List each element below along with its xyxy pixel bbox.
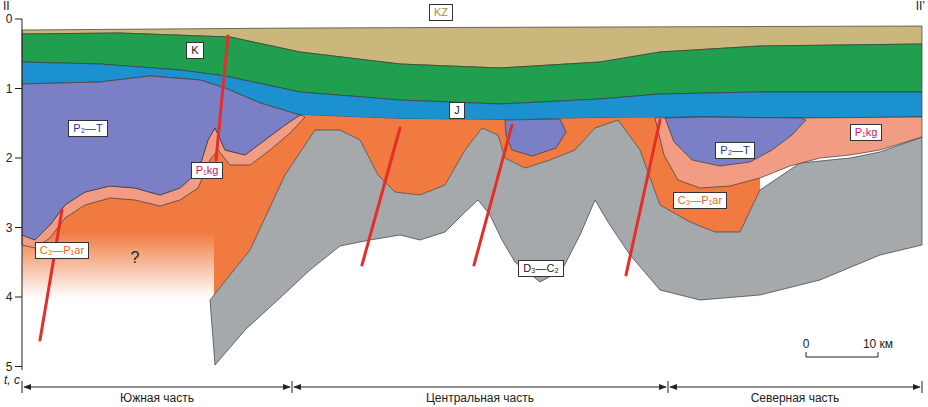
p2-t-layer bbox=[22, 76, 300, 240]
axis-label: Южная часть bbox=[120, 392, 194, 404]
layer-label: P₁kg bbox=[850, 124, 883, 141]
section-span bbox=[24, 387, 290, 388]
layer-label: C₃—P₁ar bbox=[35, 242, 89, 259]
axis-label: 5 bbox=[6, 361, 13, 373]
layer-name: C₃—P₁ar bbox=[40, 244, 84, 257]
axis-label: Центральная часть bbox=[426, 392, 534, 404]
fault-line bbox=[626, 120, 660, 275]
axis-tick bbox=[15, 297, 22, 298]
layer-label: C₃—P₁ar bbox=[673, 192, 727, 209]
layer-name: K bbox=[191, 44, 198, 57]
axis-label: 0 bbox=[6, 13, 13, 25]
fault-line bbox=[40, 210, 62, 340]
scale-tick bbox=[878, 352, 879, 357]
layer-name: P₁kg bbox=[855, 126, 878, 139]
layer-label: P₁kg bbox=[191, 162, 224, 179]
axis-label: 2 bbox=[6, 152, 13, 164]
scale-tick bbox=[806, 352, 807, 357]
axis-label: 0 bbox=[803, 338, 810, 350]
scale-bar bbox=[806, 357, 878, 358]
axis-tick bbox=[15, 19, 22, 20]
layer-name: D₃—C₂ bbox=[523, 262, 559, 275]
section-span bbox=[294, 387, 666, 388]
axis-tick bbox=[15, 158, 22, 159]
layer-label: KZ bbox=[429, 4, 453, 21]
axis-label: t, с bbox=[4, 374, 20, 386]
layer-name: P₂—T bbox=[73, 122, 102, 135]
layer-label: D₃—C₂ bbox=[518, 260, 564, 277]
axis-tick bbox=[15, 366, 22, 367]
layer-label: K bbox=[186, 42, 203, 59]
axis-label: Северная часть bbox=[751, 392, 840, 404]
fault-line bbox=[362, 128, 400, 265]
p2-t-layer bbox=[665, 117, 806, 166]
axis-label: ? bbox=[131, 250, 140, 266]
p2-t-layer bbox=[505, 119, 566, 156]
axis-tick bbox=[15, 88, 22, 89]
fault-line bbox=[474, 125, 512, 265]
axis-tick bbox=[15, 227, 22, 228]
layer-label: P₂—T bbox=[68, 120, 107, 137]
layer-name: KZ bbox=[434, 6, 448, 19]
axis-label: 10 км bbox=[863, 338, 893, 350]
fault-line bbox=[216, 36, 228, 160]
p1kg-layer bbox=[655, 117, 922, 188]
layer-name: C₃—P₁ar bbox=[678, 194, 722, 207]
fade-out bbox=[20, 232, 214, 310]
layer-name: J bbox=[454, 104, 460, 117]
axis-label: 3 bbox=[6, 222, 13, 234]
axis-label: II bbox=[3, 0, 10, 12]
layer-name: P₂—T bbox=[720, 144, 749, 157]
axis-label: 1 bbox=[6, 83, 13, 95]
axis-label: 4 bbox=[6, 291, 13, 303]
section-divider bbox=[22, 381, 23, 393]
layer-label: J bbox=[449, 102, 465, 119]
layer-label: P₂—T bbox=[715, 142, 754, 159]
section-span bbox=[670, 387, 920, 388]
section-divider bbox=[292, 381, 293, 393]
axis-label: II’ bbox=[916, 0, 925, 12]
layer-name: P₁kg bbox=[196, 164, 219, 177]
section-divider bbox=[668, 381, 669, 393]
section-divider bbox=[922, 381, 923, 393]
time-axis bbox=[22, 19, 23, 370]
